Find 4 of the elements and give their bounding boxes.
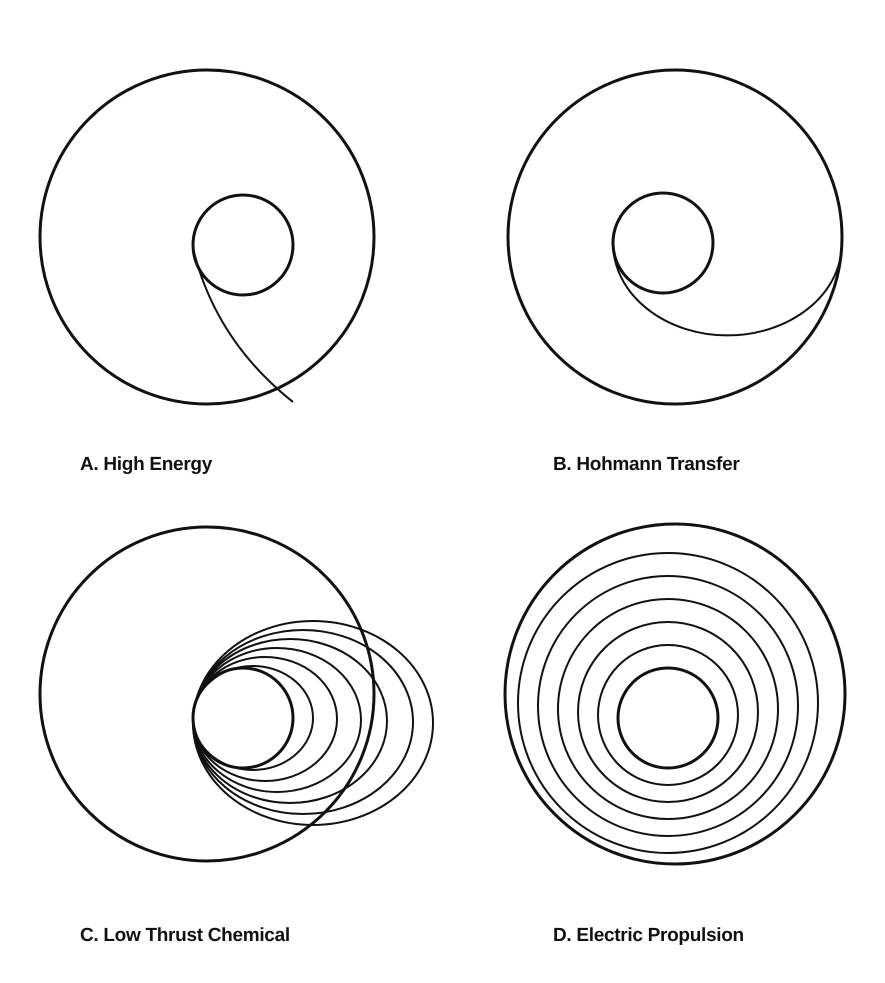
panel-caption: D. Electric Propulsion (553, 925, 744, 947)
panel-caption: C. Low Thrust Chemical (80, 925, 290, 947)
panel-caption: B. Hohmann Transfer (553, 454, 740, 476)
panel-caption: A. High Energy (80, 454, 212, 476)
